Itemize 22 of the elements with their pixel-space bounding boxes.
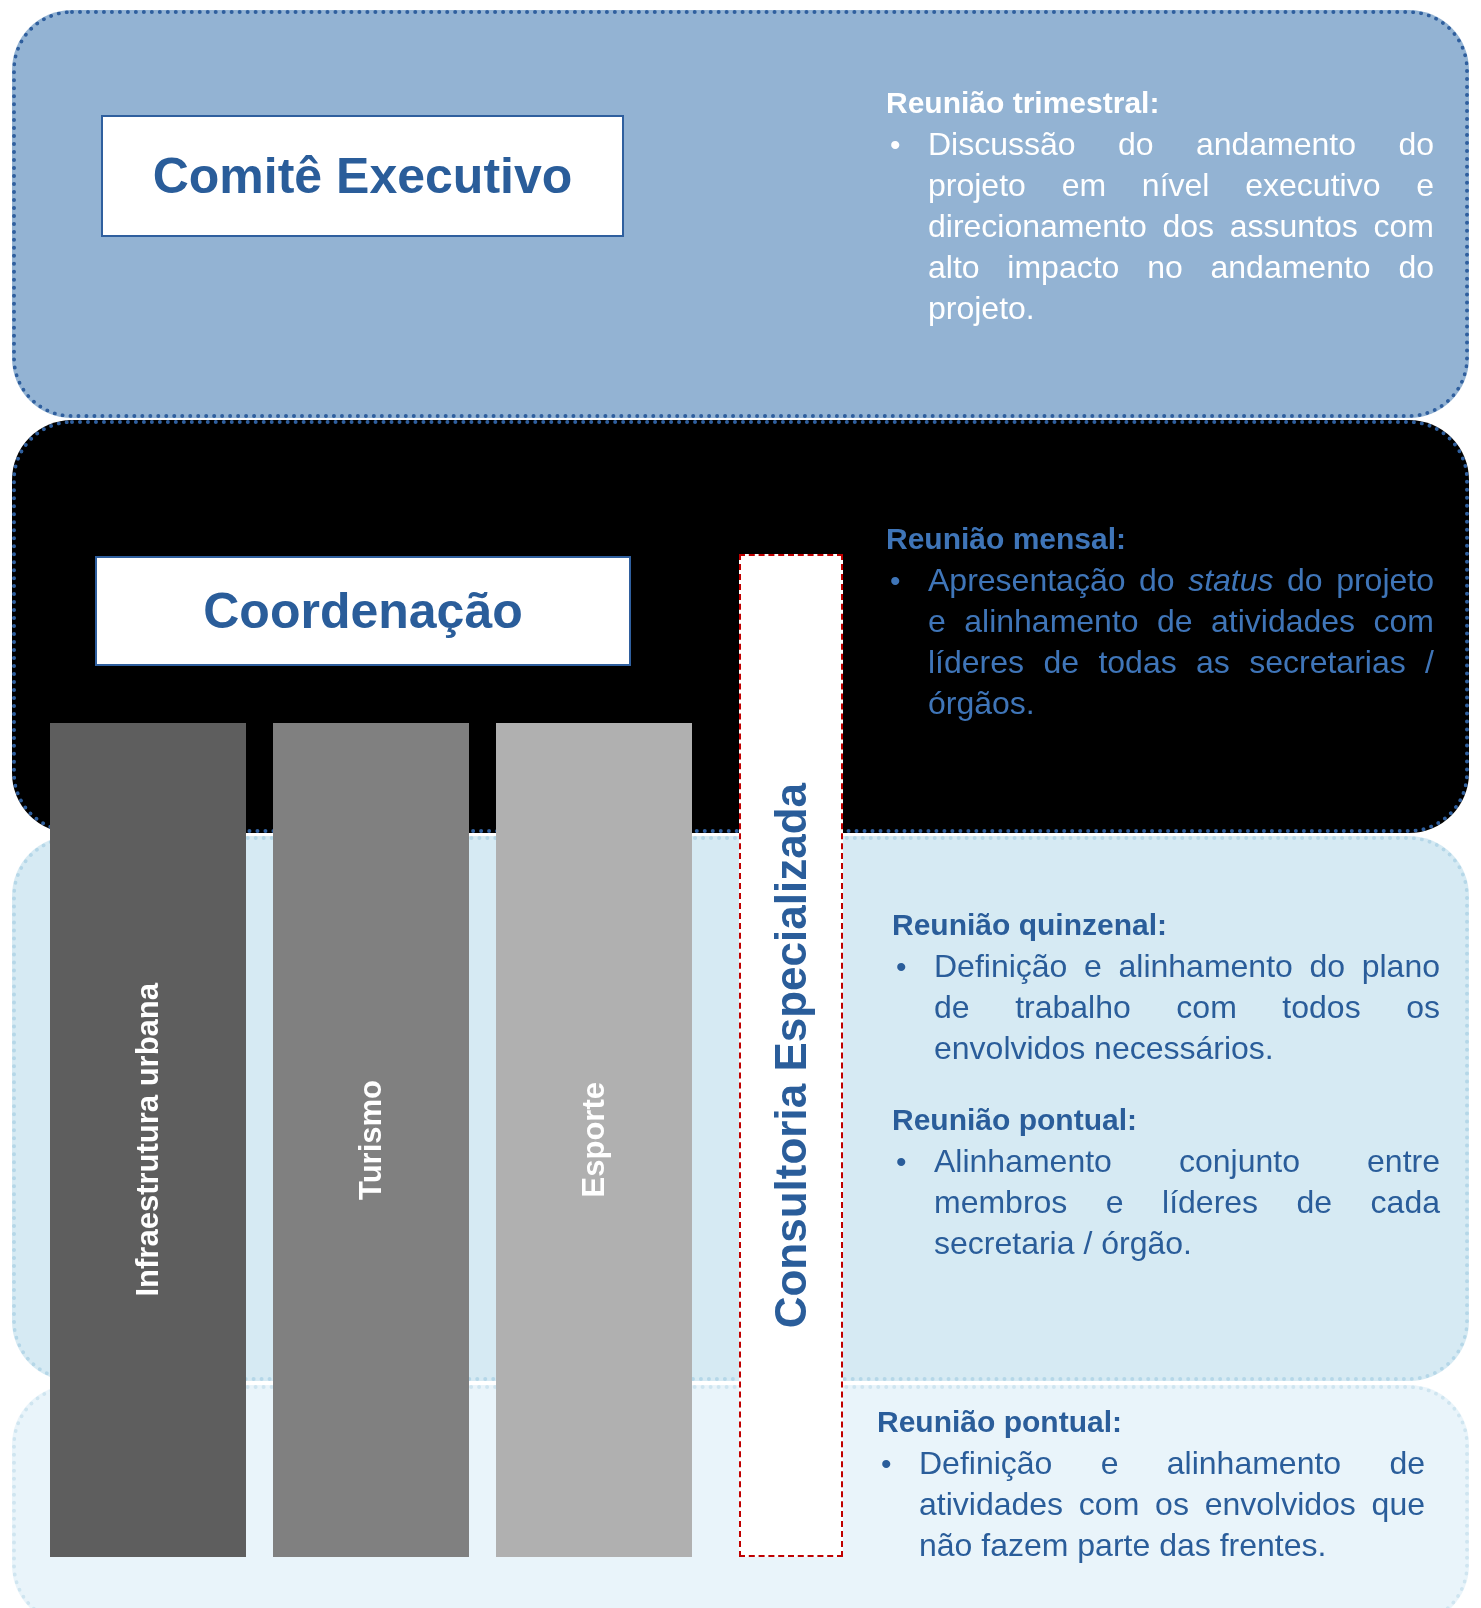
- meeting-heading: Reunião quinzenal:: [892, 908, 1168, 942]
- bullet-marker: •: [896, 1144, 907, 1180]
- bullet-text: Definição e alinhamento de atividades com os envolvidos que não fazem parte das frentes.: [919, 1444, 1425, 1565]
- meeting-heading: Reunião mensal:: [886, 522, 1128, 556]
- bullet-text: Alinhamento conjunto entre membros e líderes de cada secretaria / órgão.: [934, 1142, 1440, 1263]
- pillar-column: Infraestrutura urbana: [50, 723, 246, 1557]
- bullet-text: Discussão do andamento do projeto em nível executivo e direcionamento dos assuntos com alto impacto no andamento do projeto.: [928, 125, 1434, 328]
- title-box: Coordenação: [95, 556, 631, 666]
- bullet-marker: •: [890, 127, 901, 163]
- tier-band: [12, 10, 1469, 418]
- pillar-column: Consultoria Especializada: [739, 554, 843, 1557]
- title-box: Comitê Executivo: [101, 115, 624, 237]
- meeting-heading: Reunião pontual:: [892, 1103, 1138, 1137]
- bullet-marker: •: [881, 1446, 892, 1482]
- bullet-text: Definição e alinhamento do plano de trabalho com todos os envolvidos necessários.: [934, 947, 1440, 1068]
- pillar-column: Turismo: [273, 723, 469, 1557]
- pillar-column: Esporte: [496, 723, 692, 1557]
- meeting-heading: Reunião pontual:: [877, 1405, 1123, 1439]
- bullet-marker: •: [890, 563, 901, 599]
- meeting-heading: Reunião trimestral:: [886, 86, 1161, 120]
- bullet-marker: •: [896, 949, 907, 985]
- bullet-text: Apresentação do status do projeto e alinhamento de atividades com líderes de todas as secretarias / órgãos.: [928, 561, 1434, 723]
